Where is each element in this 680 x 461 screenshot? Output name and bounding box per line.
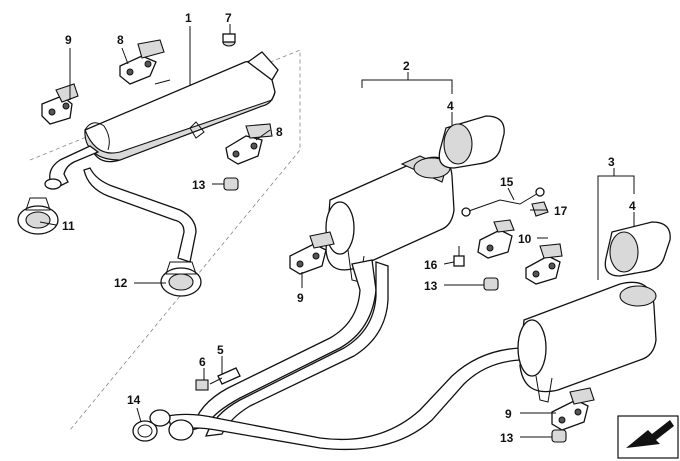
label-4-center: 4: [447, 99, 454, 113]
rubber-hanger-9-top: [41, 83, 79, 125]
rubber-hanger-9-right: [551, 387, 595, 431]
label-7: 7: [225, 11, 232, 25]
leader-lines: [39, 24, 635, 438]
label-10: 10: [518, 232, 532, 246]
navigation-arrow-icon: [617, 415, 679, 459]
nut-17: [531, 201, 549, 217]
label-6: 6: [199, 355, 206, 369]
label-11: 11: [62, 219, 75, 233]
clamp-11: [17, 197, 59, 235]
rubber-hanger-10: [525, 243, 563, 285]
rear-silencer: [44, 51, 279, 263]
label-3: 3: [608, 155, 615, 169]
bolt-5: [209, 367, 241, 385]
rubber-hanger-center-right: [477, 219, 515, 259]
label-9-center: 9: [297, 291, 304, 305]
label-13-left: 13: [192, 178, 206, 192]
label-12: 12: [114, 276, 128, 290]
label-9-top: 9: [65, 33, 72, 47]
gasket-14: [132, 420, 158, 442]
label-5: 5: [217, 343, 224, 357]
label-14: 14: [127, 393, 141, 407]
label-15: 15: [500, 175, 514, 189]
nut-6: [195, 379, 209, 391]
nut-7: [222, 33, 236, 47]
label-4-right: 4: [629, 199, 636, 213]
bush-13-right: [551, 429, 567, 443]
bush-13-left: [223, 177, 239, 191]
rubber-hanger-8-top: [119, 39, 165, 85]
rubber-hanger-9-center: [289, 231, 335, 275]
label-1: 1: [185, 11, 192, 25]
label-13-center-upper: 13: [424, 279, 438, 293]
label-17: 17: [554, 204, 568, 218]
label-13-right: 13: [500, 431, 514, 445]
label-8-top: 8: [117, 33, 124, 47]
rubber-hanger-8-right: [225, 123, 273, 165]
label-2: 2: [403, 59, 410, 73]
bracket-15: [461, 187, 545, 217]
tailpipe-trim-4-right: [604, 221, 671, 277]
bolt-16: [453, 246, 465, 267]
tailpipe-trim-4-center: [438, 115, 505, 169]
label-8-right: 8: [276, 125, 283, 139]
clamp-12: [160, 261, 202, 297]
connecting-pipe: [149, 259, 521, 451]
rear-right-silencer: [517, 281, 657, 403]
part-labels: 1 2 3 4 4 5 6 7 8 8 9 9 9 10 11 12 13 13…: [62, 11, 636, 445]
bush-13-center: [483, 277, 499, 291]
label-16: 16: [424, 258, 438, 272]
label-9-right: 9: [505, 407, 512, 421]
